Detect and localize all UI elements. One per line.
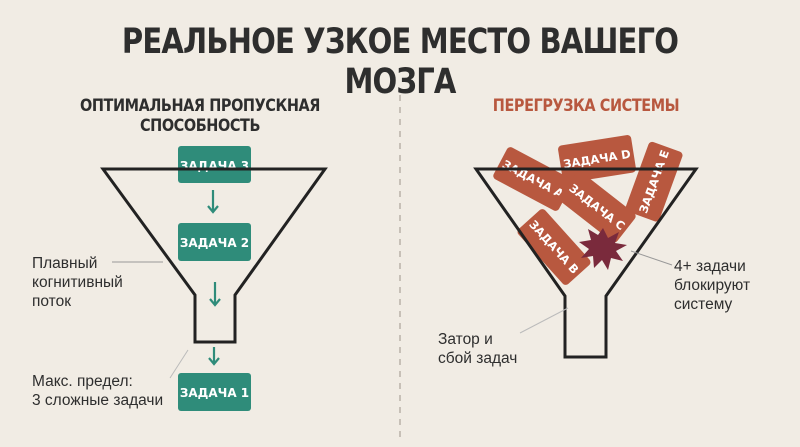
left-task-2-label: ЗАДАЧА 2 bbox=[180, 236, 249, 250]
right-task-d: ЗАДАЧА D bbox=[558, 135, 636, 183]
left-task-1: ЗАДАЧА 1 bbox=[178, 373, 251, 411]
limit-note-line-1: Макс. предел: bbox=[32, 373, 133, 390]
left-funnel bbox=[100, 167, 328, 344]
left-heading: ОПТИМАЛЬНАЯ ПРОПУСКНАЯ СПОСОБНОСТЬ bbox=[79, 96, 321, 136]
collision-burst-icon bbox=[579, 228, 627, 270]
flow-note-line-2: когнитивный bbox=[32, 274, 123, 291]
left-task-3-label: ЗАДАЧА 3 bbox=[180, 159, 249, 173]
jam-note-line-1: Затор и bbox=[438, 331, 493, 348]
jam-leader-line bbox=[519, 307, 569, 334]
flow-note: Плавный когнитивный поток bbox=[32, 254, 123, 311]
left-task-2: ЗАДАЧА 2 bbox=[178, 223, 251, 261]
down-arrow-icon bbox=[207, 190, 219, 214]
limit-leader-line bbox=[169, 349, 189, 379]
down-arrow-icon bbox=[209, 282, 221, 307]
jam-note: Затор и сбой задач bbox=[438, 330, 517, 368]
block-leader-line bbox=[630, 250, 673, 266]
limit-note-line-2: 3 сложные задачи bbox=[32, 392, 164, 409]
left-task-1-label: ЗАДАЧА 1 bbox=[180, 386, 249, 400]
right-heading: ПЕРЕГРУЗКА СИСТЕМЫ bbox=[492, 96, 680, 116]
block-note-line-2: блокируют bbox=[674, 277, 751, 294]
flow-note-line-3: поток bbox=[32, 293, 71, 310]
limit-note: Макс. предел: 3 сложные задачи bbox=[32, 372, 163, 410]
down-arrow-icon bbox=[208, 347, 220, 366]
main-title: РЕАЛЬНОЕ УЗКОЕ МЕСТО ВАШЕГО МОЗГА bbox=[121, 22, 679, 102]
flow-note-line-1: Плавный bbox=[32, 255, 98, 272]
block-note-line-1: 4+ задачи bbox=[674, 258, 746, 275]
jam-note-line-2: сбой задач bbox=[438, 350, 518, 367]
right-funnel bbox=[473, 167, 699, 359]
right-task-b: ЗАДАЧА B bbox=[517, 209, 591, 285]
left-task-3: ЗАДАЧА 3 bbox=[178, 146, 251, 183]
block-note-line-3: систему bbox=[674, 296, 733, 313]
block-note: 4+ задачи блокируют систему bbox=[674, 257, 750, 314]
